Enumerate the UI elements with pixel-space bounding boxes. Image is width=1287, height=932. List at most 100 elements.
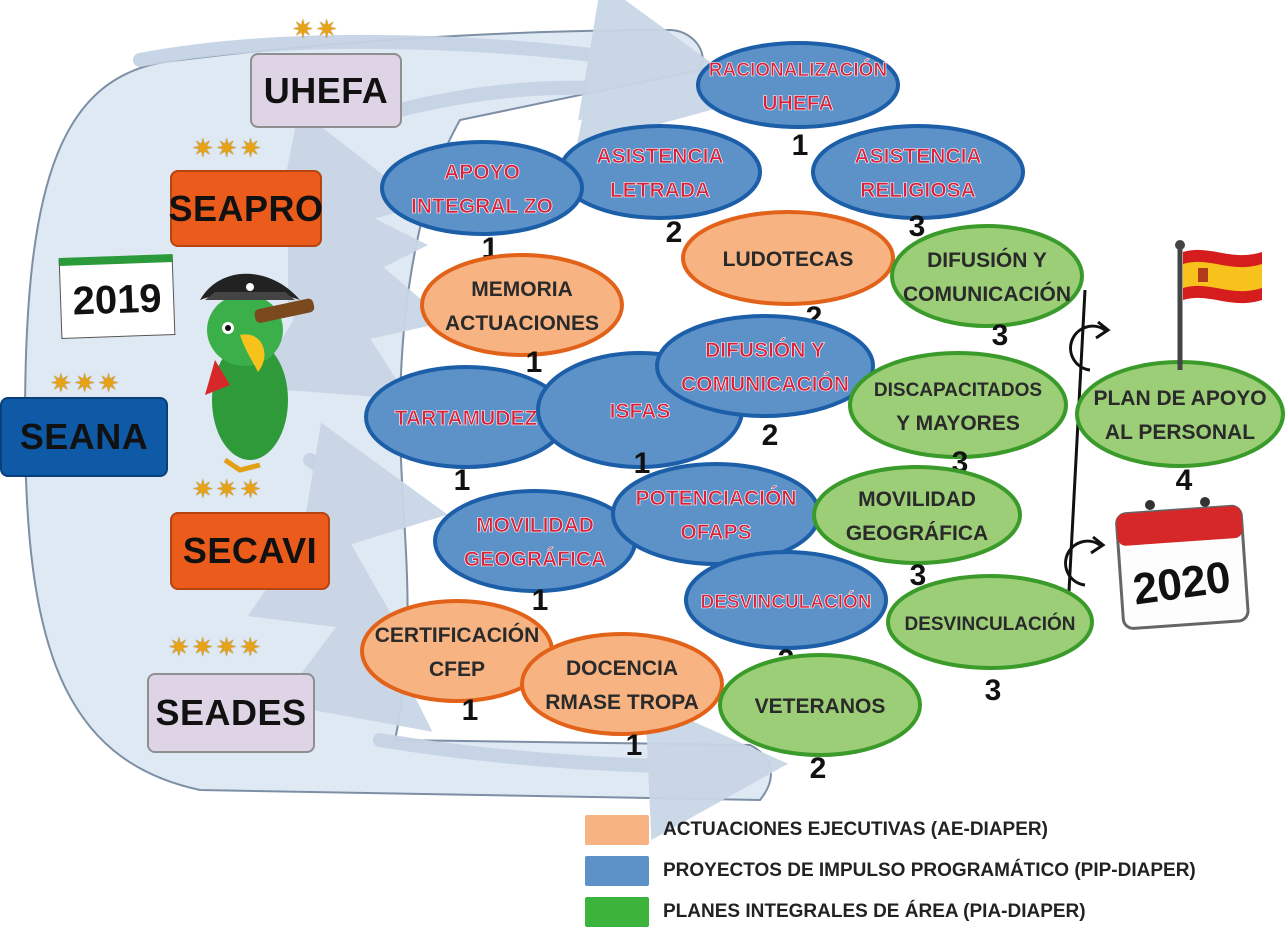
unit-label: SEANA xyxy=(19,416,149,457)
node-label: COMUNICACIÓN xyxy=(903,282,1071,306)
node-number: 4 xyxy=(1176,464,1193,497)
node-label: TARTAMUDEZ xyxy=(395,407,538,430)
node-label: MOVILIDAD xyxy=(476,514,594,537)
legend-label: PROYECTOS DE IMPULSO PROGRAMÁTICO (PIP-D… xyxy=(663,860,1196,881)
node-label: UHEFA xyxy=(762,92,833,115)
node-label: ASISTENCIA xyxy=(854,145,981,168)
node-number: 3 xyxy=(909,210,926,243)
legend-label: ACTUACIONES EJECUTIVAS (AE-DIAPER) xyxy=(663,819,1048,840)
node-number: 2 xyxy=(666,216,683,249)
node-label: ISFAS xyxy=(610,400,671,423)
node-label: OFAPS xyxy=(680,521,751,544)
node-label: DISCAPACITADOS xyxy=(874,380,1042,401)
node-label: GEOGRÁFICA xyxy=(846,522,988,545)
unit-label: UHEFA xyxy=(263,69,389,111)
node-label: DOCENCIA xyxy=(566,657,678,680)
node-ellipse xyxy=(886,574,1094,670)
legend-item-pip: PROYECTOS DE IMPULSO PROGRAMÁTICO (PIP-D… xyxy=(585,856,1196,886)
node-label: VETERANOS xyxy=(755,695,886,718)
node-label: ASISTENCIA xyxy=(596,145,723,168)
node-label: MOVILIDAD xyxy=(858,488,976,511)
node-label: AL PERSONAL xyxy=(1105,421,1255,444)
node-ellipse xyxy=(420,253,624,357)
node-label: RELIGIOSA xyxy=(860,179,976,202)
unit-stars: ✷✷ xyxy=(292,14,340,44)
node-number: 1 xyxy=(454,464,471,497)
cycle-arrow-icon xyxy=(1064,535,1106,587)
node-label: DIFUSIÓN Y xyxy=(705,338,825,362)
year-start-text: 2019 xyxy=(71,275,163,324)
node-blue: DESVINCULACIÓN2 xyxy=(684,550,888,677)
node-ellipse xyxy=(655,314,875,418)
node-label: CERTIFICACIÓN xyxy=(375,623,540,647)
node-ellipse xyxy=(1075,360,1285,468)
node-ellipse xyxy=(811,124,1025,220)
node-ellipse xyxy=(718,653,922,757)
node-label: MEMORIA xyxy=(471,278,573,301)
node-number: 1 xyxy=(634,447,651,480)
node-ellipse xyxy=(684,550,888,650)
node-ellipse xyxy=(696,41,900,129)
node-label: COMUNICACIÓN xyxy=(681,372,849,396)
node-label: RACIONALIZACIÓN xyxy=(709,59,887,81)
unit-seana: SEANA xyxy=(0,397,168,477)
node-label: APOYO xyxy=(444,161,520,184)
node-blue: MOVILIDAD GEOGRÁFICA 1 xyxy=(433,489,637,617)
unit-secavi: SECAVI xyxy=(170,512,330,590)
node-label: LETRADA xyxy=(610,179,710,202)
timeline-line xyxy=(1066,289,1087,611)
node-label: RMASE TROPA xyxy=(545,691,699,714)
node-number: 3 xyxy=(985,674,1002,707)
year-start-box: 2019 xyxy=(58,254,176,339)
nodes-layer: RACIONALIZACIÓNUHEFA1ASISTENCIALETRADA2A… xyxy=(360,41,1285,785)
unit-stars: ✷✷✷ xyxy=(192,474,264,504)
unit-seapro: SEAPRO xyxy=(168,170,323,247)
unit-uhefa: UHEFA xyxy=(250,53,402,128)
node-number: 1 xyxy=(792,129,809,162)
node-label: GEOGRÁFICA xyxy=(464,548,606,571)
node-orange: MEMORIA ACTUACIONES 1 xyxy=(420,253,624,379)
flow-arrows xyxy=(133,0,788,840)
node-ellipse xyxy=(558,124,762,220)
node-green: PLAN DE APOYO AL PERSONAL 4 xyxy=(1075,360,1285,497)
node-blue: ASISTENCIA RELIGIOSA 3 xyxy=(811,124,1025,243)
node-label: POTENCIACIÓN xyxy=(635,486,796,510)
node-number: 2 xyxy=(810,752,827,785)
node-ellipse xyxy=(812,465,1022,565)
node-number: 1 xyxy=(626,729,643,762)
node-ellipse xyxy=(848,351,1068,459)
node-number: 3 xyxy=(910,559,927,592)
node-label: DIFUSIÓN Y xyxy=(927,248,1047,272)
node-number: 2 xyxy=(762,419,779,452)
pirate-parrot-icon xyxy=(200,273,315,473)
node-orange: DOCENCIA RMASE TROPA 1 xyxy=(520,632,724,762)
unit-label: SEADES xyxy=(155,692,307,733)
unit-stars: ✷✷✷✷ xyxy=(168,632,264,662)
legend-item-pia: PLANES INTEGRALES DE ÁREA (PIA-DIAPER) xyxy=(585,897,1086,927)
unit-stars: ✷✷✷ xyxy=(192,133,264,163)
unit-label: SECAVI xyxy=(182,530,318,571)
node-label: PLAN DE APOYO xyxy=(1093,387,1266,410)
calendar-2020-icon: 2020 xyxy=(1115,497,1250,630)
node-label: Y MAYORES xyxy=(896,412,1020,435)
node-green: MOVILIDAD GEOGRÁFICA 3 xyxy=(812,465,1022,592)
legend-swatch-blue xyxy=(585,856,649,886)
node-label: INTEGRAL ZO xyxy=(411,195,553,218)
node-number: 1 xyxy=(532,584,549,617)
node-ellipse xyxy=(681,210,895,306)
node-green: VETERANOS 2 xyxy=(718,653,922,785)
node-number: 1 xyxy=(526,346,543,379)
spanish-flag-icon xyxy=(1175,240,1262,370)
node-ellipse xyxy=(380,140,584,236)
node-label: ACTUACIONES xyxy=(445,312,599,335)
node-number: 1 xyxy=(462,694,479,727)
legend-item-ae: ACTUACIONES EJECUTIVAS (AE-DIAPER) xyxy=(585,815,1048,845)
node-label: CFEP xyxy=(429,658,485,681)
node-blue: DIFUSIÓN Y COMUNICACIÓN 2 xyxy=(655,314,875,452)
node-ellipse xyxy=(890,224,1084,328)
unit-seades: SEADES xyxy=(147,673,315,753)
